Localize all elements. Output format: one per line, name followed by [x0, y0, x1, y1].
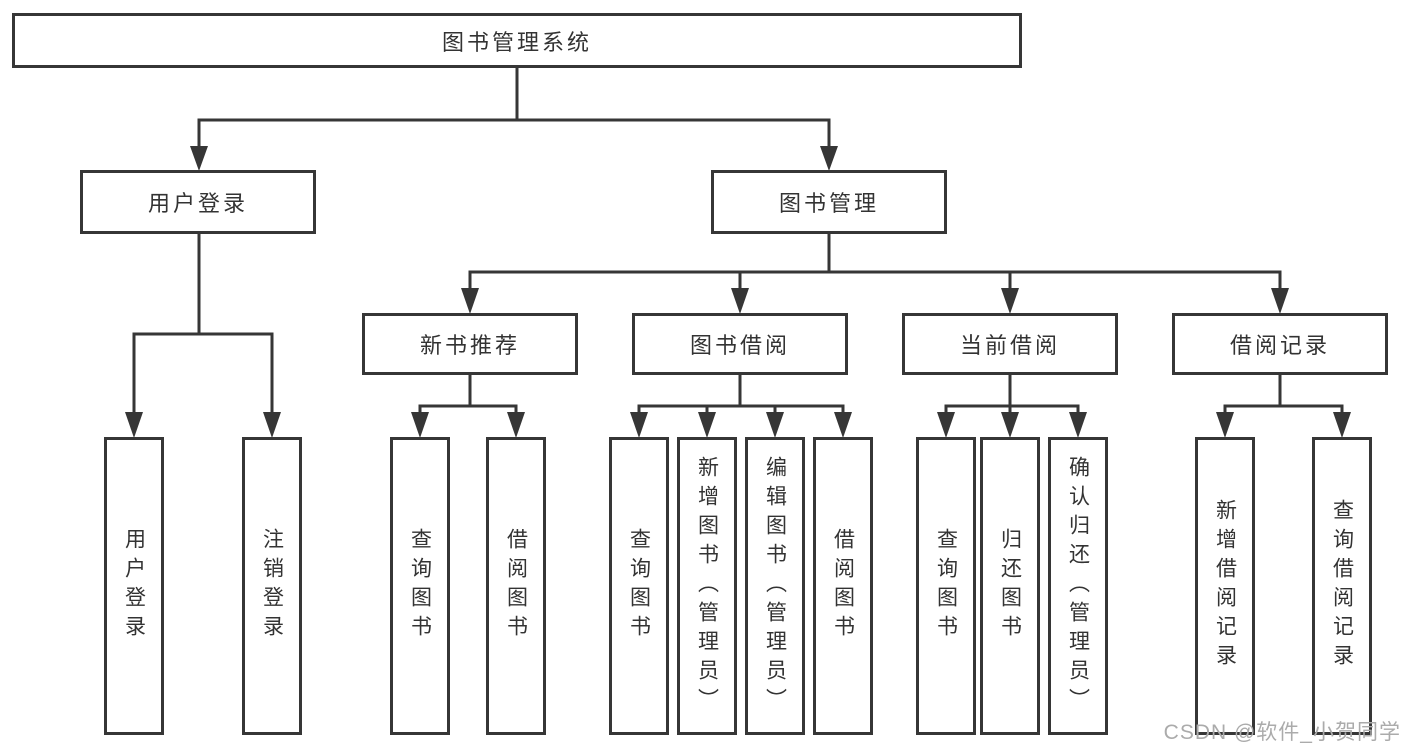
node-book-borrow: 图书借阅 [632, 313, 848, 375]
leaf-edit-book-admin-label: 编辑图书（管理员） [763, 455, 787, 717]
connector-book-management-children [461, 234, 1289, 314]
leaf-logout-login: 注销登录 [242, 437, 302, 735]
node-user-login-label: 用户登录 [147, 191, 248, 216]
connector-book-borrow-children [630, 375, 852, 438]
connector-borrow-record-children [1216, 375, 1351, 438]
leaf-confirm-return-admin: 确认归还（管理员） [1048, 437, 1108, 735]
leaf-query-borrow-record: 查询借阅记录 [1312, 437, 1372, 735]
node-new-book-recommend-label: 新书推荐 [419, 333, 520, 358]
node-borrow-records-label: 借阅记录 [1229, 333, 1330, 358]
leaf-borrow-book-2: 借阅图书 [813, 437, 873, 735]
node-root: 图书管理系统 [12, 13, 1022, 68]
leaf-return-book: 归还图书 [980, 437, 1040, 735]
connector-root-to-level2 [190, 68, 838, 171]
leaf-edit-book-admin: 编辑图书（管理员） [745, 437, 805, 735]
csdn-watermark: CSDN @软件_小贺同学 [1163, 721, 1401, 744]
leaf-add-book-admin: 新增图书（管理员） [677, 437, 737, 735]
leaf-borrow-book-1: 借阅图书 [486, 437, 546, 735]
node-new-book-recommend: 新书推荐 [362, 313, 578, 375]
leaf-query-book-1: 查询图书 [390, 437, 450, 735]
node-current-borrow: 当前借阅 [902, 313, 1118, 375]
node-book-management-label: 图书管理 [778, 191, 879, 216]
node-current-borrow-label: 当前借阅 [959, 333, 1060, 358]
leaf-query-book-2: 查询图书 [609, 437, 669, 735]
leaf-user-login: 用户登录 [104, 437, 164, 735]
node-user-login: 用户登录 [80, 170, 316, 234]
node-borrow-records: 借阅记录 [1172, 313, 1388, 375]
leaf-confirm-return-admin-label: 确认归还（管理员） [1066, 455, 1090, 717]
connector-user-login-children [125, 234, 281, 438]
leaf-return-book-label: 归还图书 [998, 528, 1022, 644]
node-root-label: 图书管理系统 [441, 29, 592, 55]
leaf-query-borrow-record-label: 查询借阅记录 [1330, 499, 1354, 673]
leaf-add-book-admin-label: 新增图书（管理员） [695, 455, 719, 717]
leaf-add-borrow-record: 新增借阅记录 [1195, 437, 1255, 735]
leaf-add-borrow-record-label: 新增借阅记录 [1213, 499, 1237, 673]
node-book-management: 图书管理 [711, 170, 947, 234]
leaf-query-book-1-label: 查询图书 [408, 528, 432, 644]
node-book-borrow-label: 图书借阅 [689, 333, 790, 358]
leaf-logout-login-label: 注销登录 [260, 528, 284, 644]
leaf-query-book-2-label: 查询图书 [627, 528, 651, 644]
leaf-borrow-book-2-label: 借阅图书 [831, 528, 855, 644]
leaf-borrow-book-1-label: 借阅图书 [504, 528, 528, 644]
connector-current-borrow-children [937, 375, 1087, 438]
leaf-query-book-3-label: 查询图书 [934, 528, 958, 644]
connector-new-book-children [411, 375, 525, 438]
leaf-user-login-label: 用户登录 [122, 528, 146, 644]
leaf-query-book-3: 查询图书 [916, 437, 976, 735]
